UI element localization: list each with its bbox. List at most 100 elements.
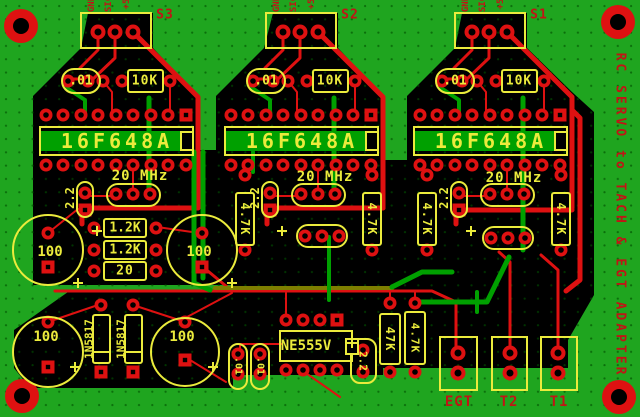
pad-hole: [280, 162, 286, 168]
pad-hole: [412, 300, 418, 306]
pad-hole: [78, 162, 84, 168]
pad-hole: [412, 369, 418, 375]
silkscreen-outline: [103, 240, 147, 260]
pad-hole: [369, 172, 375, 178]
label-ne555v: NE555V: [281, 338, 332, 354]
label-s2: S2: [341, 8, 359, 23]
pad-hole: [98, 302, 104, 308]
pad-hole: [119, 78, 125, 84]
pad-hole: [91, 247, 97, 253]
pad-hole: [487, 191, 493, 197]
pad-hole: [147, 191, 153, 197]
pad-hole: [91, 225, 97, 231]
silkscreen-capacitor-circle: [150, 317, 220, 387]
label-10k: 10K: [506, 74, 532, 89]
trace-red: [563, 107, 583, 294]
pad-hole: [333, 162, 339, 168]
pad-hole: [148, 162, 154, 168]
silkscreen-outline: [228, 343, 248, 390]
label-1n5817: 1N5817: [115, 319, 128, 359]
label-20: 20: [116, 264, 134, 279]
label-t1: T1: [550, 394, 569, 410]
pad-hole: [153, 268, 159, 274]
label-rc-servo-to-tach-egt-adapter: RC SERVO to TACH & EGT ADAPTER: [613, 53, 628, 378]
pad-hole: [279, 28, 287, 36]
pad-hole: [334, 367, 340, 373]
pad-hole: [283, 367, 289, 373]
label-sig: SIG: [478, 0, 488, 12]
silkscreen-notch: [365, 131, 379, 151]
pad-hole: [541, 78, 547, 84]
pad-hole: [302, 233, 308, 239]
silkscreen-outline: [92, 314, 111, 364]
silkscreen-outline: [404, 311, 426, 365]
silkscreen-capacitor-circle: [12, 316, 84, 388]
pad-hole: [182, 357, 188, 363]
pad-hole: [319, 233, 325, 239]
label-sig: SIG: [289, 0, 299, 12]
silkscreen-outline: [103, 218, 147, 238]
silkscreen-outline: [350, 338, 377, 384]
trace-red: [539, 253, 560, 354]
label-100: 100: [37, 244, 62, 260]
silkscreen-outline: [491, 336, 528, 391]
pad-hole: [360, 347, 366, 353]
mounting-hole: [611, 389, 627, 405]
silkscreen-outline: [439, 336, 478, 391]
pad-hole: [504, 112, 510, 118]
label-t2: T2: [500, 394, 519, 410]
pad-hole: [456, 190, 462, 196]
pad-hole: [300, 367, 306, 373]
label-20-mhz: 20 MHz: [297, 169, 354, 185]
silkscreen-outline: [76, 181, 94, 218]
pad-hole: [245, 162, 251, 168]
label--01: .01: [254, 74, 278, 89]
label-s3: S3: [156, 8, 174, 23]
pad-hole: [85, 78, 91, 84]
label-gnd: GND: [272, 0, 282, 12]
pad-hole: [424, 172, 430, 178]
pad-hole: [539, 162, 545, 168]
silkscreen-outline: [417, 192, 437, 246]
pad-hole: [165, 162, 171, 168]
label--01: .01: [255, 357, 266, 375]
pad-hole: [43, 162, 49, 168]
label-egt: EGT: [445, 394, 473, 410]
pad-hole: [130, 162, 136, 168]
pad-hole: [504, 191, 510, 197]
pad-hole: [298, 112, 304, 118]
trace-red: [189, 359, 227, 383]
pad-hole: [557, 112, 563, 118]
pad-hole: [350, 112, 356, 118]
trace-green: [414, 254, 512, 305]
silkscreen-outline: [261, 181, 279, 218]
pad-hole: [539, 112, 545, 118]
label-1-2k: 1.2K: [109, 243, 140, 258]
silkscreen-outline: [450, 181, 468, 218]
label-2-2: 2.2: [248, 187, 262, 209]
label-100: 100: [186, 244, 211, 260]
pad-hole: [417, 112, 423, 118]
pad-hole: [317, 367, 323, 373]
pad-hole: [485, 28, 493, 36]
silkscreen-outline: [103, 261, 147, 281]
silkscreen-outline: [540, 336, 578, 391]
pad-hole: [304, 78, 310, 84]
label-20-mhz: 20 MHz: [486, 170, 543, 186]
pad-hole: [521, 191, 527, 197]
pad-hole: [506, 369, 514, 377]
pad-hole: [298, 162, 304, 168]
pad-hole: [459, 78, 465, 84]
pad-hole: [267, 207, 273, 213]
label-4-7k: 4.7K: [554, 203, 568, 236]
pad-hole: [130, 112, 136, 118]
silkscreen-outline: [250, 343, 270, 390]
label--01: .01: [69, 74, 93, 89]
trace-red: [53, 289, 458, 354]
silkscreen-outline: [127, 69, 164, 93]
silkscreen-capacitor-circle: [12, 214, 84, 286]
label-+5: +5: [496, 0, 506, 9]
silkscreen-outline: [480, 183, 535, 207]
pad-hole: [183, 112, 189, 118]
